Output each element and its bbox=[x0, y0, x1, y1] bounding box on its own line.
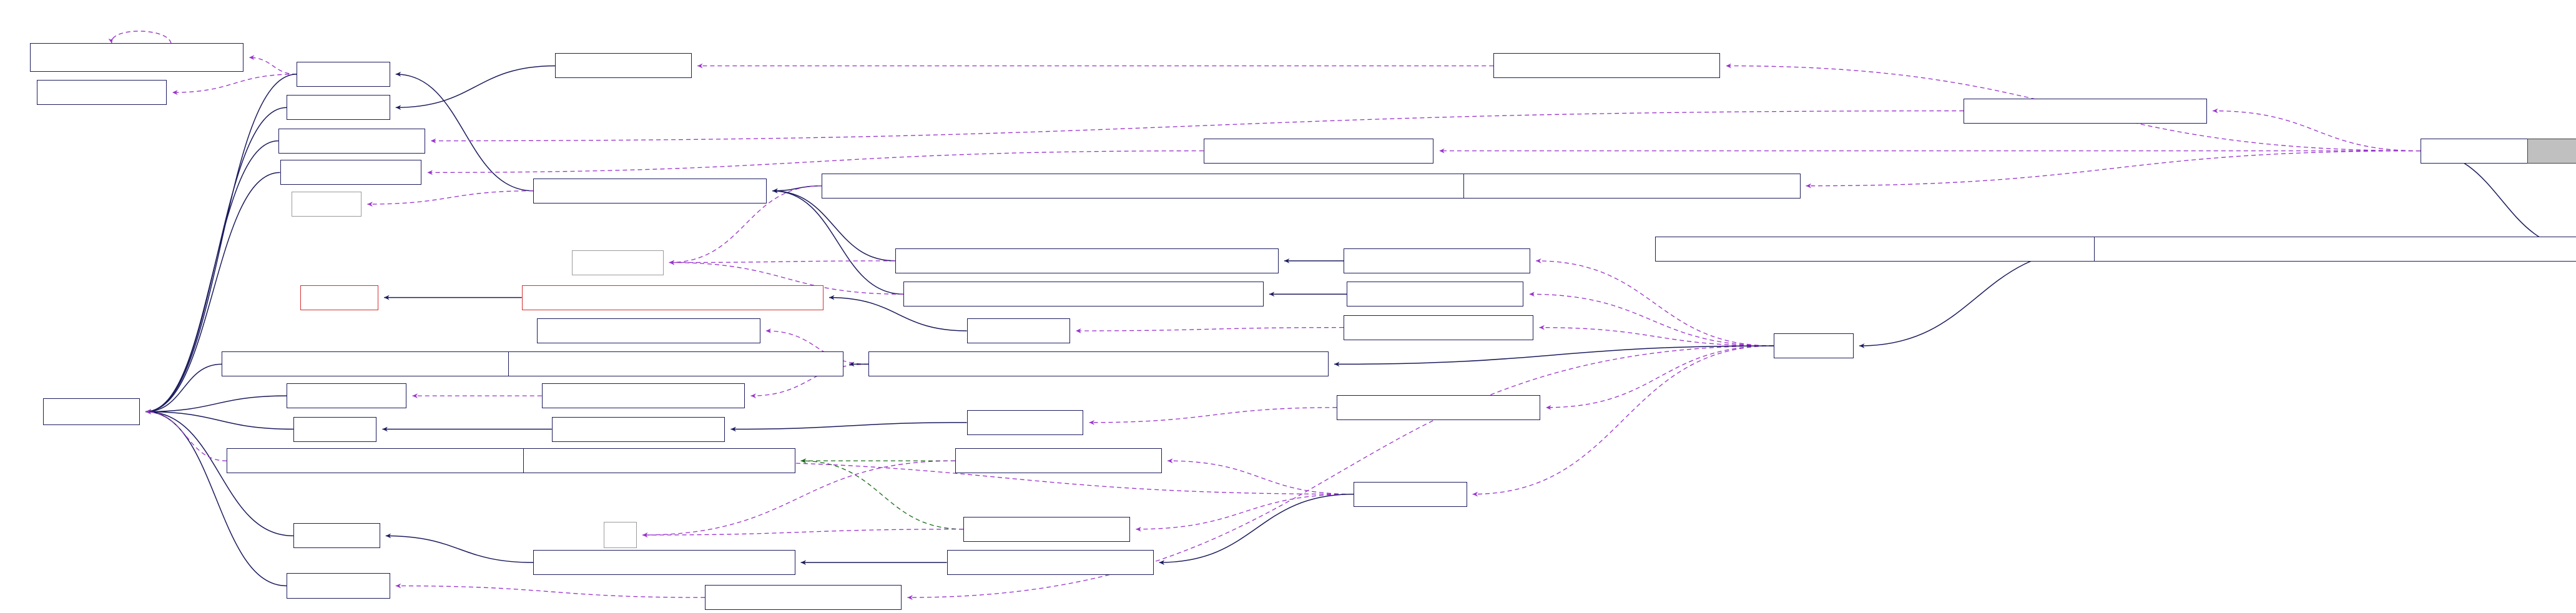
edge-usage bbox=[108, 31, 172, 44]
edge-usage bbox=[1136, 494, 1354, 532]
edge-usage bbox=[145, 409, 227, 461]
class-node-smartif_isvcmanager[interactable] bbox=[1337, 395, 1541, 420]
edge-usage bbox=[750, 363, 869, 399]
edge-inheritance bbox=[385, 533, 534, 563]
class-node-property[interactable] bbox=[297, 61, 390, 87]
edge-inheritance bbox=[145, 395, 287, 414]
class-node-smartif_idataprovidersvc[interactable] bbox=[1964, 98, 2208, 124]
class-node-icomponentmanager[interactable] bbox=[551, 416, 725, 442]
class-node-simpleprop_int[interactable] bbox=[1347, 282, 1524, 307]
class-node-typeinfo[interactable] bbox=[36, 80, 167, 105]
class-node-pwv_int[interactable] bbox=[903, 282, 1264, 307]
edge-inheritance bbox=[1859, 248, 2094, 348]
edge-usage bbox=[1472, 345, 1774, 497]
edge-inheritance bbox=[772, 188, 904, 295]
class-node-ext2_svc_auditor[interactable] bbox=[521, 285, 823, 310]
class-node-service[interactable] bbox=[1773, 333, 1854, 359]
class-node-t[interactable] bbox=[603, 521, 637, 549]
class-node-ext3_cnv_pers_addr[interactable] bbox=[1655, 237, 2146, 262]
edge-usage bbox=[172, 74, 297, 96]
edge-inheritance bbox=[1334, 345, 1774, 367]
class-node-smartif_msgsvc[interactable] bbox=[541, 383, 745, 409]
class-node-impl1_iproperty[interactable] bbox=[946, 550, 1154, 576]
edge-usage bbox=[669, 260, 895, 265]
class-node-iinterface[interactable] bbox=[43, 398, 140, 425]
edge-inheritance bbox=[828, 295, 967, 331]
class-node-evtpersistencysvc[interactable] bbox=[2527, 138, 2576, 164]
class-node-vec_bool[interactable] bbox=[963, 516, 1131, 542]
edge-inheritance bbox=[145, 409, 287, 587]
class-node-type[interactable] bbox=[292, 192, 362, 217]
edge-inheritance bbox=[730, 422, 967, 432]
edge-inheritance bbox=[2420, 150, 2576, 250]
edge-inheritance bbox=[145, 74, 297, 414]
edge-inheritance bbox=[145, 172, 280, 414]
class-node-iservice[interactable] bbox=[300, 285, 379, 310]
edge-usage bbox=[1539, 325, 1774, 346]
edge-inheritance bbox=[395, 71, 534, 192]
class-node-smartif_auditorsvc[interactable] bbox=[1344, 315, 1534, 340]
class-node-vec_property_ptr[interactable] bbox=[955, 448, 1162, 474]
edge-usage bbox=[248, 55, 297, 75]
class-node-messagesvc[interactable] bbox=[287, 383, 407, 409]
class-node-smartif_iconversionsvc[interactable] bbox=[1493, 53, 1721, 79]
edge-inheritance bbox=[1159, 493, 1354, 566]
class-node-smartif_iaddresscreator[interactable] bbox=[1203, 138, 1434, 164]
class-node-iaddresscreator[interactable] bbox=[280, 160, 422, 185]
edge-usage bbox=[395, 583, 705, 598]
class-node-simpleprop_bool[interactable] bbox=[1344, 248, 1531, 273]
edge-usage bbox=[1806, 150, 2421, 189]
class-node-commonmessaging[interactable] bbox=[868, 351, 1329, 377]
class-node-iauditorsvc[interactable] bbox=[966, 318, 1071, 344]
class-node-autoptr_msgstream[interactable] bbox=[536, 318, 760, 344]
edge-inheritance bbox=[145, 409, 293, 537]
class-node-simpleprop_vecstring[interactable] bbox=[1463, 173, 1801, 199]
edge-inheritance bbox=[772, 188, 895, 262]
class-node-propertymgr[interactable] bbox=[1354, 481, 1467, 507]
class-node-smartif_isvclocator[interactable] bbox=[705, 585, 902, 611]
edge-usage bbox=[367, 190, 534, 207]
class-node-ext1_iproperty[interactable] bbox=[533, 550, 795, 576]
edge-usage bbox=[427, 150, 1204, 175]
class-node-ext3_service[interactable] bbox=[2093, 237, 2576, 262]
class-node-pwv_bool[interactable] bbox=[895, 248, 1279, 273]
class-node-iproperty[interactable] bbox=[293, 523, 380, 549]
edge-usage bbox=[1089, 407, 1337, 425]
class-node-verifier[interactable] bbox=[571, 250, 664, 275]
class-node-isvcmanager[interactable] bbox=[966, 409, 1084, 435]
class-node-pcf[interactable] bbox=[30, 43, 243, 72]
edge-usage bbox=[1546, 345, 1774, 410]
class-node-propwithvalue[interactable] bbox=[533, 178, 767, 204]
class-node-impl3[interactable] bbox=[508, 351, 843, 377]
edge-template bbox=[800, 458, 964, 530]
edge-inheritance bbox=[772, 185, 822, 194]
class-node-istateful[interactable] bbox=[293, 416, 377, 442]
edge-usage bbox=[2213, 108, 2421, 152]
edge-usage bbox=[907, 345, 1774, 601]
edge-usage bbox=[1167, 458, 1354, 495]
edge-usage bbox=[1076, 327, 1344, 333]
class-node-pwv_vecstring[interactable] bbox=[822, 173, 1522, 199]
class-node-iconverter[interactable] bbox=[287, 95, 390, 120]
edge-usage bbox=[1536, 258, 1774, 346]
edge-inheritance bbox=[145, 363, 222, 414]
class-node-idataprovidersvc[interactable] bbox=[278, 128, 425, 154]
edge-inheritance bbox=[395, 65, 556, 110]
class-node-iconversionsvc[interactable] bbox=[555, 53, 692, 79]
edge-usage bbox=[430, 110, 1964, 144]
edge-usage bbox=[1529, 292, 1774, 346]
edge-usage bbox=[669, 260, 904, 295]
class-node-isvclocator[interactable] bbox=[287, 573, 390, 599]
edge-usage bbox=[642, 529, 964, 537]
class-node-vecbase[interactable] bbox=[523, 448, 795, 474]
edge-inheritance bbox=[145, 140, 278, 414]
edge-inheritance bbox=[145, 409, 293, 430]
